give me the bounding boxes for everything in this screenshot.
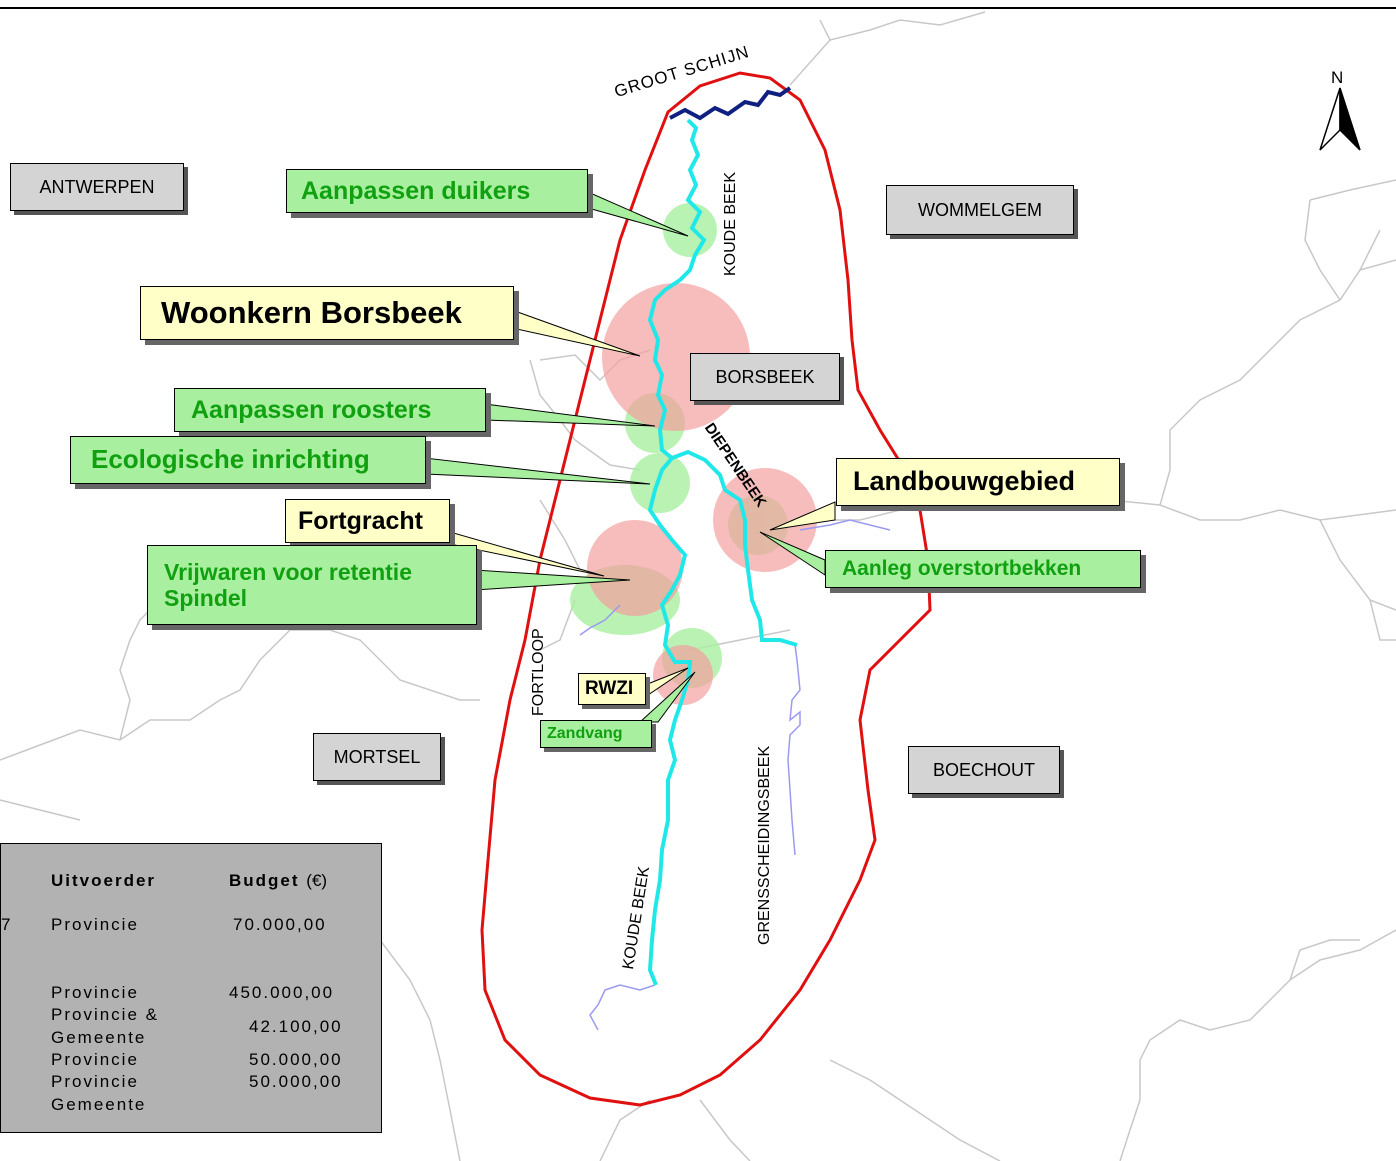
label-fortloop: FORTLOOP (530, 628, 547, 716)
label-grensscheidingsbeek: GRENSSCHEIDINGSBEEK (756, 745, 773, 945)
label-boechout: BOECHOUT (908, 746, 1060, 794)
callout-woonkern-borsbeek: Woonkern Borsbeek (140, 286, 514, 340)
minor-streams (579, 519, 891, 1031)
callout-fortgracht: Fortgracht (285, 499, 450, 543)
callout-rwzi: RWZI (578, 673, 646, 705)
callout-aanleg-overstortbekken: Aanleg overstortbekken (825, 550, 1141, 588)
callout-zandvang: Zandvang (540, 720, 652, 748)
table-header-currency: (€) (306, 871, 328, 890)
table-row-0-budget: 70.000,00 (233, 915, 327, 934)
table-row-5-executor: Gemeente (51, 1095, 147, 1114)
table-header-budget-group: Budget (€) (229, 870, 327, 892)
table-row-3-executor: Provincie (51, 1050, 139, 1069)
table-row-2-budget: 42.100,00 (249, 1017, 343, 1036)
label-antwerpen: ANTWERPEN (10, 163, 184, 211)
table-row-1-executor: Provincie (51, 983, 139, 1002)
table-row-0-executor: Provincie (51, 915, 139, 934)
label-borsbeek: BORSBEEK (690, 353, 840, 401)
table-row-2-executor: Provincie & (51, 1005, 159, 1024)
table-row-3-budget: 50.000,00 (249, 1050, 343, 1069)
koude-beek-stream (647, 118, 707, 986)
table-row-marker: 7 (1, 915, 13, 934)
north-label: N (1331, 68, 1344, 87)
callout-aanpassen-duikers: Aanpassen duikers (286, 169, 588, 213)
label-mortsel: MORTSEL (313, 733, 441, 781)
callout-landbouwgebied: Landbouwgebied (836, 458, 1120, 506)
table-row-4-executor: Provincie (51, 1072, 139, 1091)
callout-leaders (424, 191, 836, 723)
study-area-outline (480, 71, 932, 1107)
budget-table: Uitvoerder Budget (€) 7 Provincie 70.000… (0, 843, 382, 1133)
table-header-budget: Budget (229, 871, 300, 890)
callout-vrijwaren-line1: Vrijwaren voor retentie (164, 558, 412, 585)
zone-ecologie (630, 453, 690, 513)
zone-fortgracht (587, 520, 683, 616)
label-koude-beek-north: KOUDE BEEK (722, 171, 739, 276)
north-arrow-icon (1319, 87, 1361, 151)
callout-ecologische-inrichting: Ecologische inrichting (70, 436, 426, 484)
label-wommelgem: WOMMELGEM (886, 185, 1074, 235)
callout-vrijwaren-line2: Spindel (164, 585, 248, 611)
callout-aanpassen-roosters: Aanpassen roosters (174, 388, 486, 432)
diepenbeek-stream (671, 449, 798, 647)
groot-schijn-stream (669, 86, 792, 121)
table-header-executor: Uitvoerder (51, 871, 157, 890)
table-row-1-budget: 450.000,00 (229, 983, 335, 1002)
callout-vrijwaren-retentie: Vrijwaren voor retentie Spindel (147, 545, 477, 625)
table-row-4-budget: 50.000,00 (249, 1072, 343, 1091)
table-row-2-executor2: Gemeente (51, 1028, 147, 1047)
measure-zones (570, 203, 788, 688)
zone-rwzi (653, 645, 713, 705)
